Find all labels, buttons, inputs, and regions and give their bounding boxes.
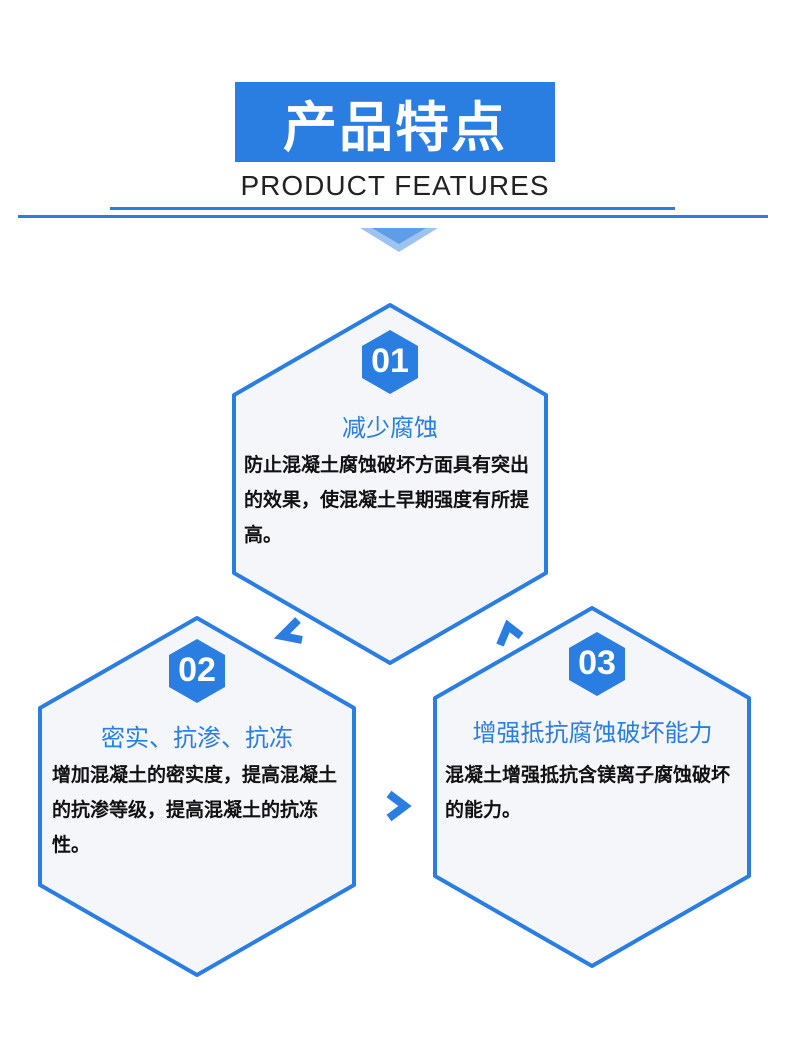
chevron-down-left-icon bbox=[273, 617, 303, 644]
hexagon-frame-3 bbox=[433, 606, 751, 968]
chevron-up-icon bbox=[496, 619, 524, 647]
divider-line-upper bbox=[110, 207, 675, 210]
feature-number-1: 01 bbox=[371, 342, 409, 380]
feature-description-3: 混凝土增强抵抗含镁离子腐蚀破坏的能力。 bbox=[445, 764, 731, 821]
number-badge-1 bbox=[362, 330, 418, 394]
feature-description-1: 防止混凝土腐蚀破坏方面具有突出的效果，使混凝土早期强度有所提高。 bbox=[244, 454, 530, 546]
hexagon-frame-1 bbox=[232, 303, 548, 665]
divider-line-lower bbox=[18, 215, 768, 218]
number-badge-3 bbox=[569, 632, 625, 696]
feature-title-2: 密实、抗渗、抗冻 bbox=[101, 724, 293, 752]
feature-description-2: 增加混凝土的密实度，提高混凝土的抗渗等级，提高混凝土的抗冻性。 bbox=[52, 764, 338, 856]
feature-title-1: 减少腐蚀 bbox=[342, 414, 438, 442]
chevron-right-icon bbox=[386, 790, 412, 822]
feature-number-3: 03 bbox=[578, 644, 616, 682]
number-badge-2 bbox=[169, 639, 225, 703]
feature-number-2: 02 bbox=[178, 651, 216, 689]
feature-title-3: 增强抵抗腐蚀破坏能力 bbox=[472, 719, 713, 747]
section-title: 产品特点 bbox=[235, 82, 555, 162]
hexagon-frame-2 bbox=[38, 616, 356, 977]
section-subtitle: PRODUCT FEATURES bbox=[240, 170, 550, 201]
